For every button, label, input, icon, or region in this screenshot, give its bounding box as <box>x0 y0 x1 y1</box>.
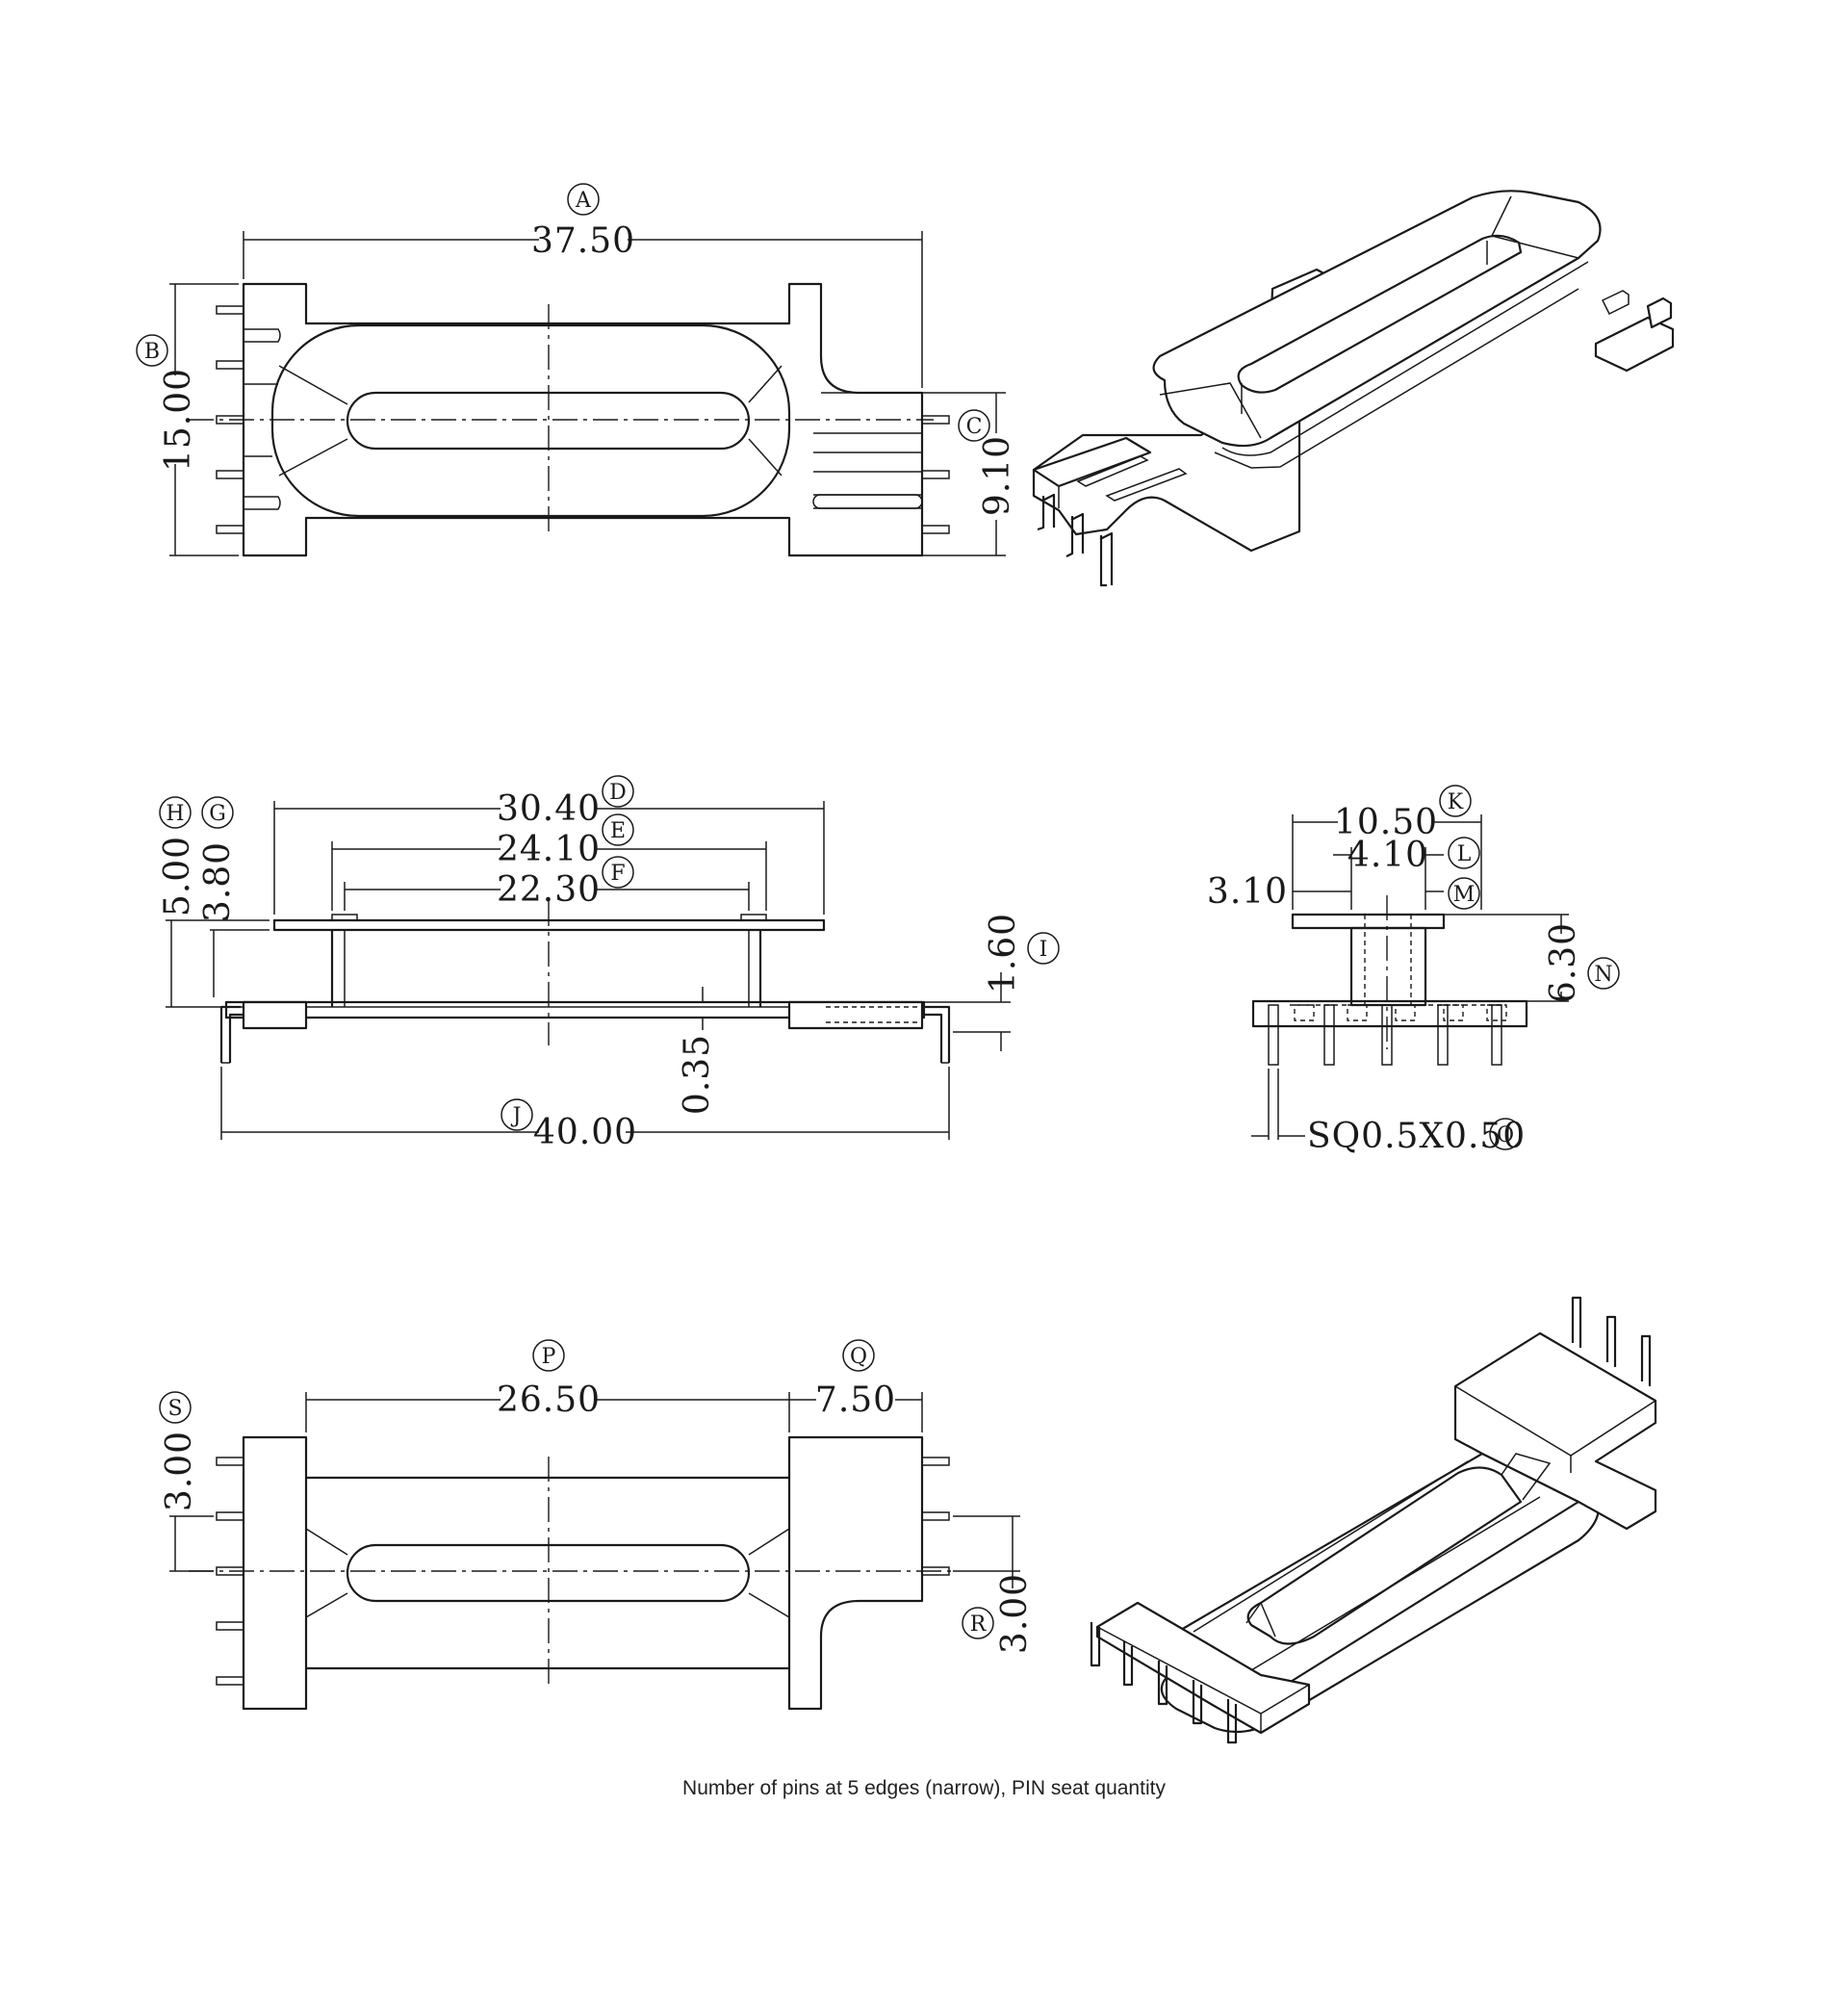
label-l: L <box>1448 837 1480 869</box>
bottom-view: 26.50 P 7.50 Q 3.00 S 3.00 R <box>159 1339 1035 1711</box>
end-view: 10.50 K 4.10 L 3.10 M 6.30 N <box>1207 785 1620 1156</box>
label-d: D <box>602 775 634 808</box>
side-view: 30.40 D 24.10 E 22.30 F 5.00 H <box>158 775 1060 1152</box>
label-c: C <box>958 409 990 442</box>
dim-r-value: 3.00 <box>995 1573 1035 1654</box>
dim-f-value: 22.30 <box>497 870 601 910</box>
dim-m-value: 3.10 <box>1207 872 1288 912</box>
svg-text:O: O <box>1497 1123 1514 1148</box>
label-a: A <box>567 183 600 216</box>
dim-p-value: 26.50 <box>497 1380 601 1420</box>
dim-k-value: 10.50 <box>1334 803 1438 842</box>
dim-h-value: 5.00 <box>158 836 197 916</box>
label-b: B <box>136 334 168 367</box>
label-e: E <box>602 813 634 846</box>
dim-o-value: SQ0.5X0.50 <box>1307 1117 1526 1156</box>
svg-text:D: D <box>609 781 627 805</box>
svg-text:F: F <box>610 862 625 886</box>
caption: Number of pins at 5 edges (narrow), PIN … <box>682 1777 1166 1799</box>
label-g: G <box>201 796 234 829</box>
svg-text:M: M <box>1453 883 1476 907</box>
dim-s-value: 3.00 <box>160 1431 199 1511</box>
svg-text:P: P <box>542 1345 556 1369</box>
svg-text:G: G <box>209 802 226 826</box>
svg-text:S: S <box>167 1397 182 1421</box>
label-i: I <box>1027 932 1060 965</box>
label-o: O <box>1489 1118 1522 1150</box>
bottom-right-pins <box>921 1457 950 1576</box>
label-j: J <box>500 1098 533 1131</box>
label-q: Q <box>842 1339 875 1372</box>
svg-text:H: H <box>166 802 184 826</box>
svg-text:B: B <box>144 340 160 364</box>
dim-j-value: 40.00 <box>533 1113 637 1152</box>
label-s: S <box>159 1391 192 1424</box>
dim-a-value: 37.50 <box>531 221 635 261</box>
label-r: R <box>962 1607 994 1639</box>
svg-text:E: E <box>610 819 626 843</box>
label-p: P <box>532 1339 565 1372</box>
dim-q-value: 7.50 <box>815 1380 896 1420</box>
svg-text:K: K <box>1448 790 1464 814</box>
dim-n-value: 6.30 <box>1544 922 1583 1003</box>
iso-view-top <box>1032 190 1675 587</box>
svg-text:C: C <box>966 415 983 439</box>
svg-text:R: R <box>970 1612 988 1637</box>
right-pins <box>921 415 950 534</box>
dim-c-value: 9.10 <box>978 435 1017 516</box>
label-k: K <box>1439 785 1472 817</box>
left-pins <box>216 305 244 534</box>
svg-text:L: L <box>1457 842 1472 866</box>
label-n: N <box>1587 957 1620 990</box>
dim-g-value: 3.80 <box>198 841 238 922</box>
svg-text:J: J <box>511 1104 522 1128</box>
svg-text:Q: Q <box>850 1345 867 1369</box>
svg-text:I: I <box>1040 938 1048 962</box>
label-m: M <box>1448 877 1480 910</box>
iso-view-bottom <box>1090 1296 1657 1744</box>
dim-l-value: 4.10 <box>1348 836 1428 875</box>
dim-d-value: 30.40 <box>497 789 601 829</box>
label-h: H <box>159 796 192 829</box>
label-f: F <box>602 856 634 889</box>
top-view: 37.50 A 15.00 B 9.10 C <box>136 183 1017 557</box>
dim-i-value: 1.60 <box>984 913 1023 993</box>
dim-b-value: 15.00 <box>159 368 198 472</box>
dim-gap-value: 0.35 <box>678 1034 717 1115</box>
dim-e-value: 24.10 <box>497 830 601 869</box>
svg-text:A: A <box>575 189 592 213</box>
svg-text:N: N <box>1594 963 1612 987</box>
